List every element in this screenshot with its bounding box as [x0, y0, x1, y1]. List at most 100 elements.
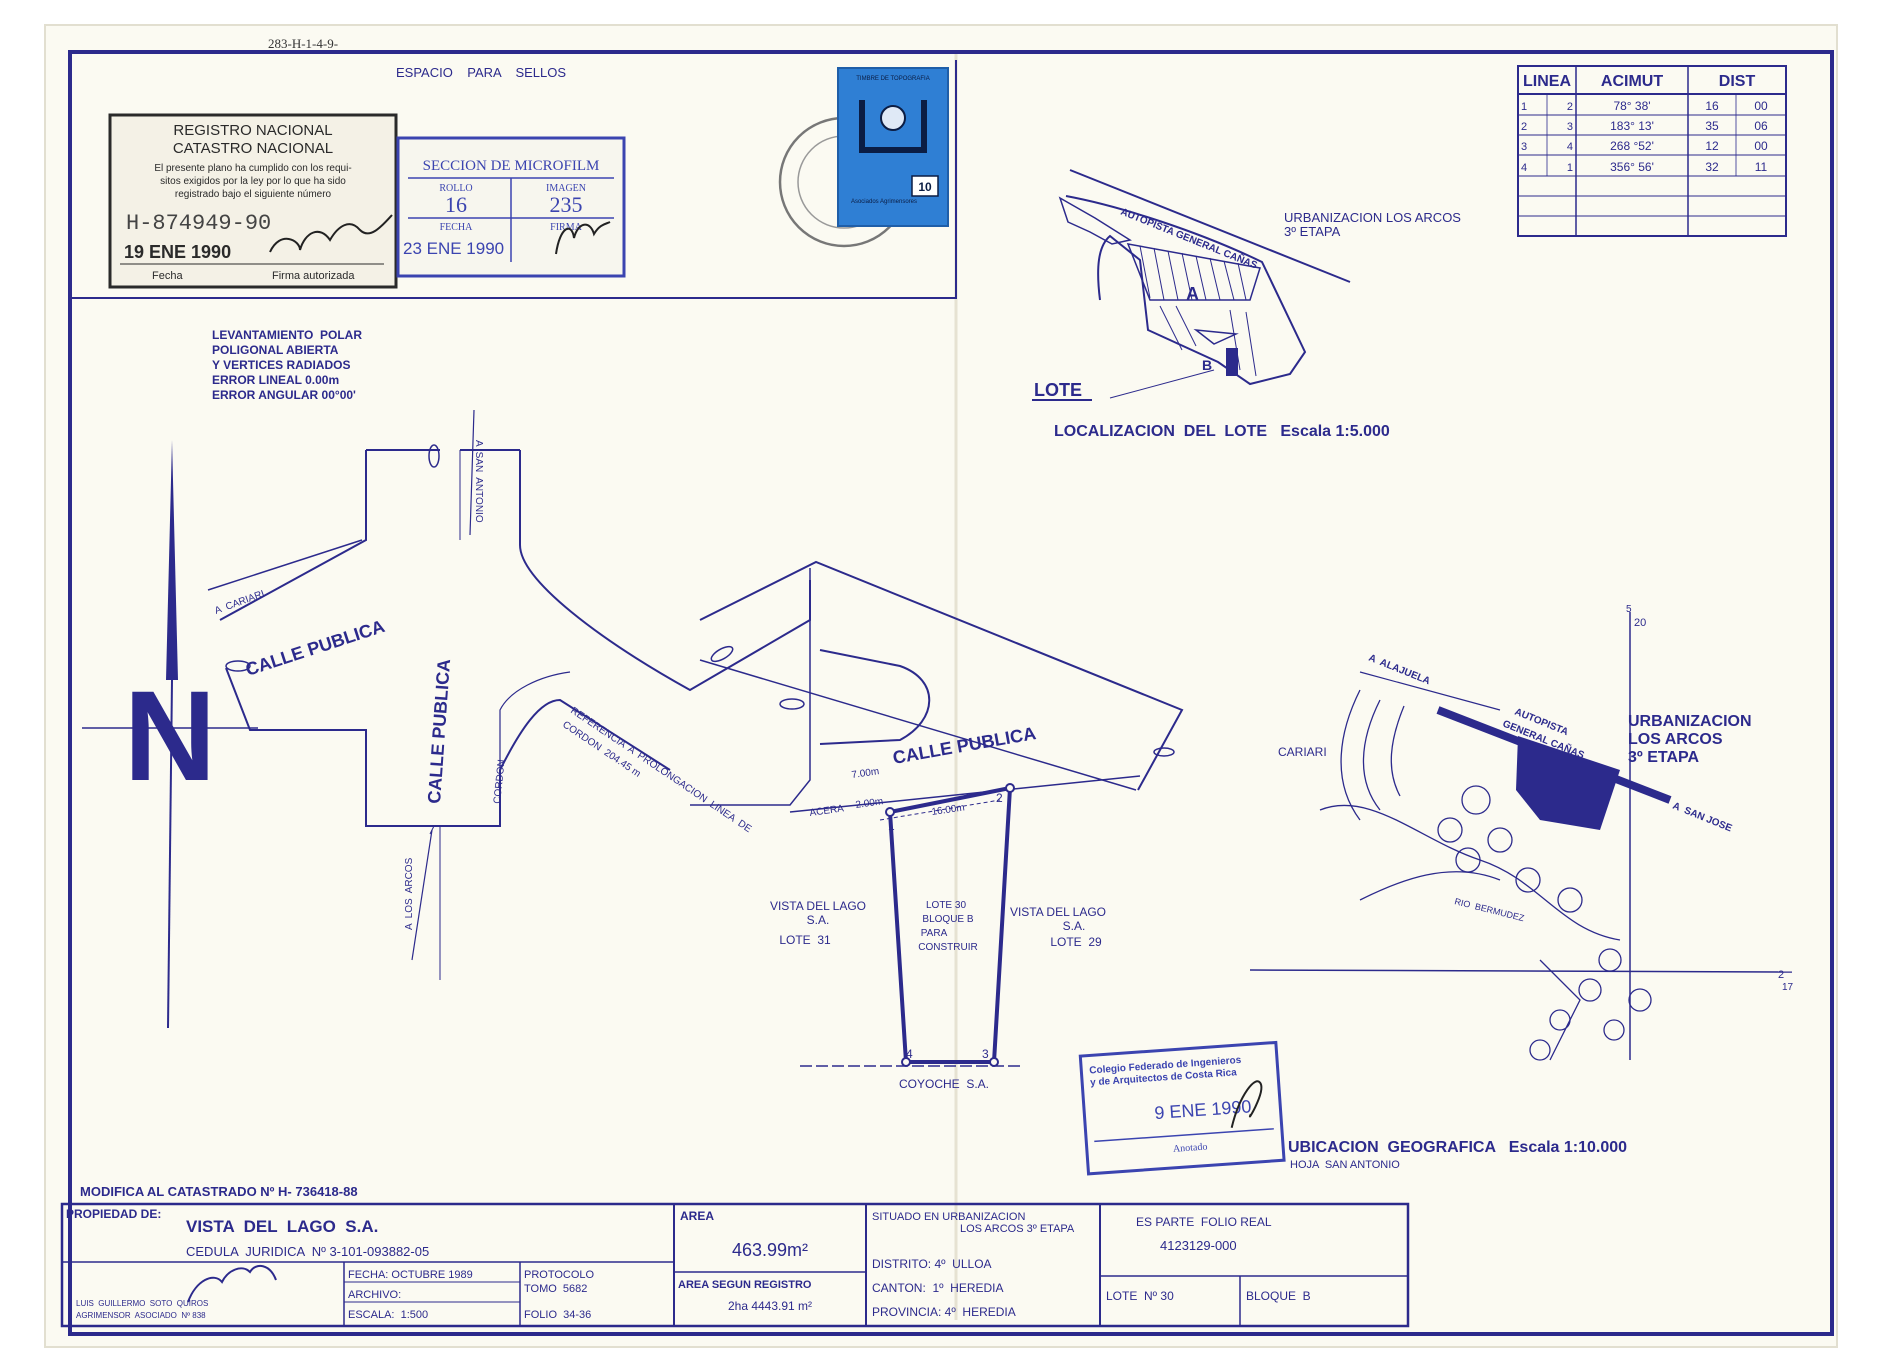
row-dist-cm: 06	[1754, 119, 1768, 133]
folio-real-value: 4123129-000	[1160, 1238, 1237, 1253]
table-header-linea: LINEA	[1523, 73, 1571, 90]
row-dist-m: 16	[1705, 99, 1719, 113]
registry-date-label: Fecha	[152, 270, 183, 282]
table-header-acimut: ACIMUT	[1601, 73, 1663, 90]
row-dist-cm: 00	[1754, 139, 1768, 153]
row-from: 1	[1521, 101, 1527, 113]
survey-note: Y VERTICES RADIADOS	[212, 358, 350, 372]
surveyor-title: AGRIMENSOR ASOCIADO Nº 838	[76, 1311, 206, 1320]
property-cedula: CEDULA JURIDICA Nº 3-101-093882-05	[186, 1244, 429, 1259]
label-lot-1: LOTE 30	[926, 900, 966, 911]
geo-title: UBICACION GEOGRAFICA Escala 1:10.000	[1288, 1139, 1627, 1156]
microfilm-imagen: 235	[550, 192, 583, 217]
label-east-owner-1: VISTA DEL LAGO	[1010, 905, 1106, 919]
folio-real-label: ES PARTE FOLIO REAL	[1136, 1215, 1272, 1229]
label-lot-2: BLOQUE B	[922, 914, 973, 925]
row-from: 3	[1521, 141, 1527, 153]
survey-note: ERROR ANGULAR 00°00'	[212, 388, 356, 402]
drawing-frame	[68, 50, 1834, 1336]
loc-urbanization: URBANIZACION LOS ARCOS	[1284, 210, 1461, 225]
surveyor-name: LUIS GUILLERMO SOTO QUIROS	[76, 1299, 208, 1308]
loc-block-a: A	[1186, 284, 1199, 304]
row-to: 1	[1567, 162, 1573, 174]
table-row: 1 2 78° 38' 16 00	[1521, 99, 1768, 113]
engineers-signature	[1230, 1080, 1263, 1128]
revenue-logo	[859, 100, 927, 153]
geo-coord-e2: 17	[1782, 982, 1794, 993]
revenue-org: Asociados Agrimensores	[851, 199, 917, 205]
geo-coord-n2: 20	[1634, 617, 1646, 629]
registry-signature	[269, 214, 393, 253]
situado-2: LOS ARCOS 3º ETAPA	[960, 1223, 1075, 1235]
coordinate-table: LINEA ACIMUT DIST 1 2 78° 38' 16 00 2 3 …	[1517, 65, 1787, 237]
microfilm-date: 23 ENE 1990	[403, 239, 504, 258]
microfilm-signature	[555, 221, 611, 255]
label-street-width: 7.00m	[851, 766, 880, 781]
sheet-code: 283-H-1-4-9-	[268, 36, 338, 51]
bloque: BLOQUE B	[1246, 1289, 1311, 1303]
registry-text1: El presente plano ha cumplido con los re…	[154, 163, 351, 174]
geo-urb-2: LOS ARCOS	[1628, 731, 1723, 748]
situado-1: SITUADO EN URBANIZACION	[872, 1211, 1025, 1223]
row-to: 3	[1567, 121, 1573, 133]
label-east-owner-2: S.A.	[1063, 919, 1086, 933]
survey-notes: LEVANTAMIENTO POLAR POLIGONAL ABIERTA Y …	[212, 328, 362, 402]
row-from: 2	[1521, 121, 1527, 133]
label-lot-4: CONSTRUIR	[918, 942, 977, 953]
registry-text2: sitos exigidos por la ley por lo que ha …	[160, 176, 346, 187]
label-front-length: 16.00m	[931, 802, 966, 818]
loc-block-b: B	[1202, 357, 1212, 373]
protocolo-label: PROTOCOLO	[524, 1269, 595, 1281]
title-block: MODIFICA AL CATASTRADO Nº H- 736418-88 P…	[60, 1184, 1410, 1328]
archivo: ARCHIVO:	[348, 1289, 401, 1301]
stamps-area-border	[72, 60, 957, 299]
loc-title: LOCALIZACION DEL LOTE Escala 1:5.000	[1054, 423, 1390, 440]
property-owner: VISTA DEL LAGO S.A.	[186, 1217, 378, 1236]
label-west-lot: LOTE 31	[779, 933, 831, 947]
label-to-los-arcos: A LOS ARCOS	[404, 857, 415, 930]
canton: CANTON: 1º HEREDIA	[872, 1281, 1004, 1295]
lote-number: LOTE Nº 30	[1106, 1289, 1174, 1303]
vertex-label: 4	[906, 1047, 913, 1061]
escala: ESCALA: 1:500	[348, 1309, 428, 1321]
block-a-hatch	[1126, 243, 1261, 301]
microfilm-rollo: 16	[445, 192, 467, 217]
area-registry-label: AREA SEGUN REGISTRO	[678, 1279, 812, 1291]
row-azimuth: 183° 13'	[1610, 119, 1654, 133]
microfilm-title: SECCION DE MICROFILM	[423, 158, 600, 174]
row-dist-cm: 11	[1755, 160, 1768, 174]
microfilm-stamp: SECCION DE MICROFILM ROLLO IMAGEN 16 235…	[396, 136, 626, 278]
geo-coord-n: 5	[1626, 604, 1632, 615]
label-west-owner-2: S.A.	[807, 913, 830, 927]
revenue-top: TIMBRE DE TOPOGRAFIA	[856, 76, 929, 82]
property-label: PROPIEDAD DE:	[66, 1207, 161, 1221]
microfilm-imagen-label: IMAGEN	[546, 183, 586, 194]
survey-note: POLIGONAL ABIERTA	[212, 343, 339, 357]
geo-urbanization-block	[1516, 736, 1620, 830]
label-sidewalk: ACERA	[809, 803, 845, 819]
loc-stage: 3º ETAPA	[1284, 224, 1341, 239]
label-sidewalk-width: 2.00m	[855, 796, 884, 811]
area-registry-value: 2ha 4443.91 m²	[728, 1299, 812, 1313]
microfilm-firma-label: FIRMA	[550, 222, 582, 233]
area-value: 463.99m²	[732, 1240, 808, 1260]
registry-line2: CATASTRO NACIONAL	[173, 140, 333, 157]
geo-sheet: HOJA SAN ANTONIO	[1290, 1159, 1400, 1171]
geo-urb-3: 3º ETAPA	[1628, 749, 1699, 766]
registry-number: H-874949-90	[126, 211, 271, 236]
table-row: 2 3 183° 13' 35 06	[1521, 119, 1768, 133]
label-east-lot: LOTE 29	[1050, 935, 1102, 949]
row-dist-m: 12	[1705, 139, 1719, 153]
provincia: PROVINCIA: 4º HEREDIA	[872, 1305, 1016, 1319]
registry-text3: registrado bajo el siguiente número	[175, 189, 332, 200]
label-lot-3: PARA	[921, 928, 948, 939]
engineers-footer: Anotado	[1173, 1142, 1208, 1155]
vertex-label: 1	[888, 819, 895, 833]
row-azimuth: 268 °52'	[1610, 139, 1654, 153]
registry-stamp: REGISTRO NACIONAL CATASTRO NACIONAL El p…	[108, 113, 398, 289]
microfilm-rollo-label: ROLLO	[439, 183, 472, 194]
modifies-note: MODIFICA AL CATASTRADO Nº H- 736418-88	[80, 1184, 358, 1199]
geo-urb-1: URBANIZACION	[1628, 713, 1752, 730]
north-arrow: N	[82, 440, 258, 1029]
